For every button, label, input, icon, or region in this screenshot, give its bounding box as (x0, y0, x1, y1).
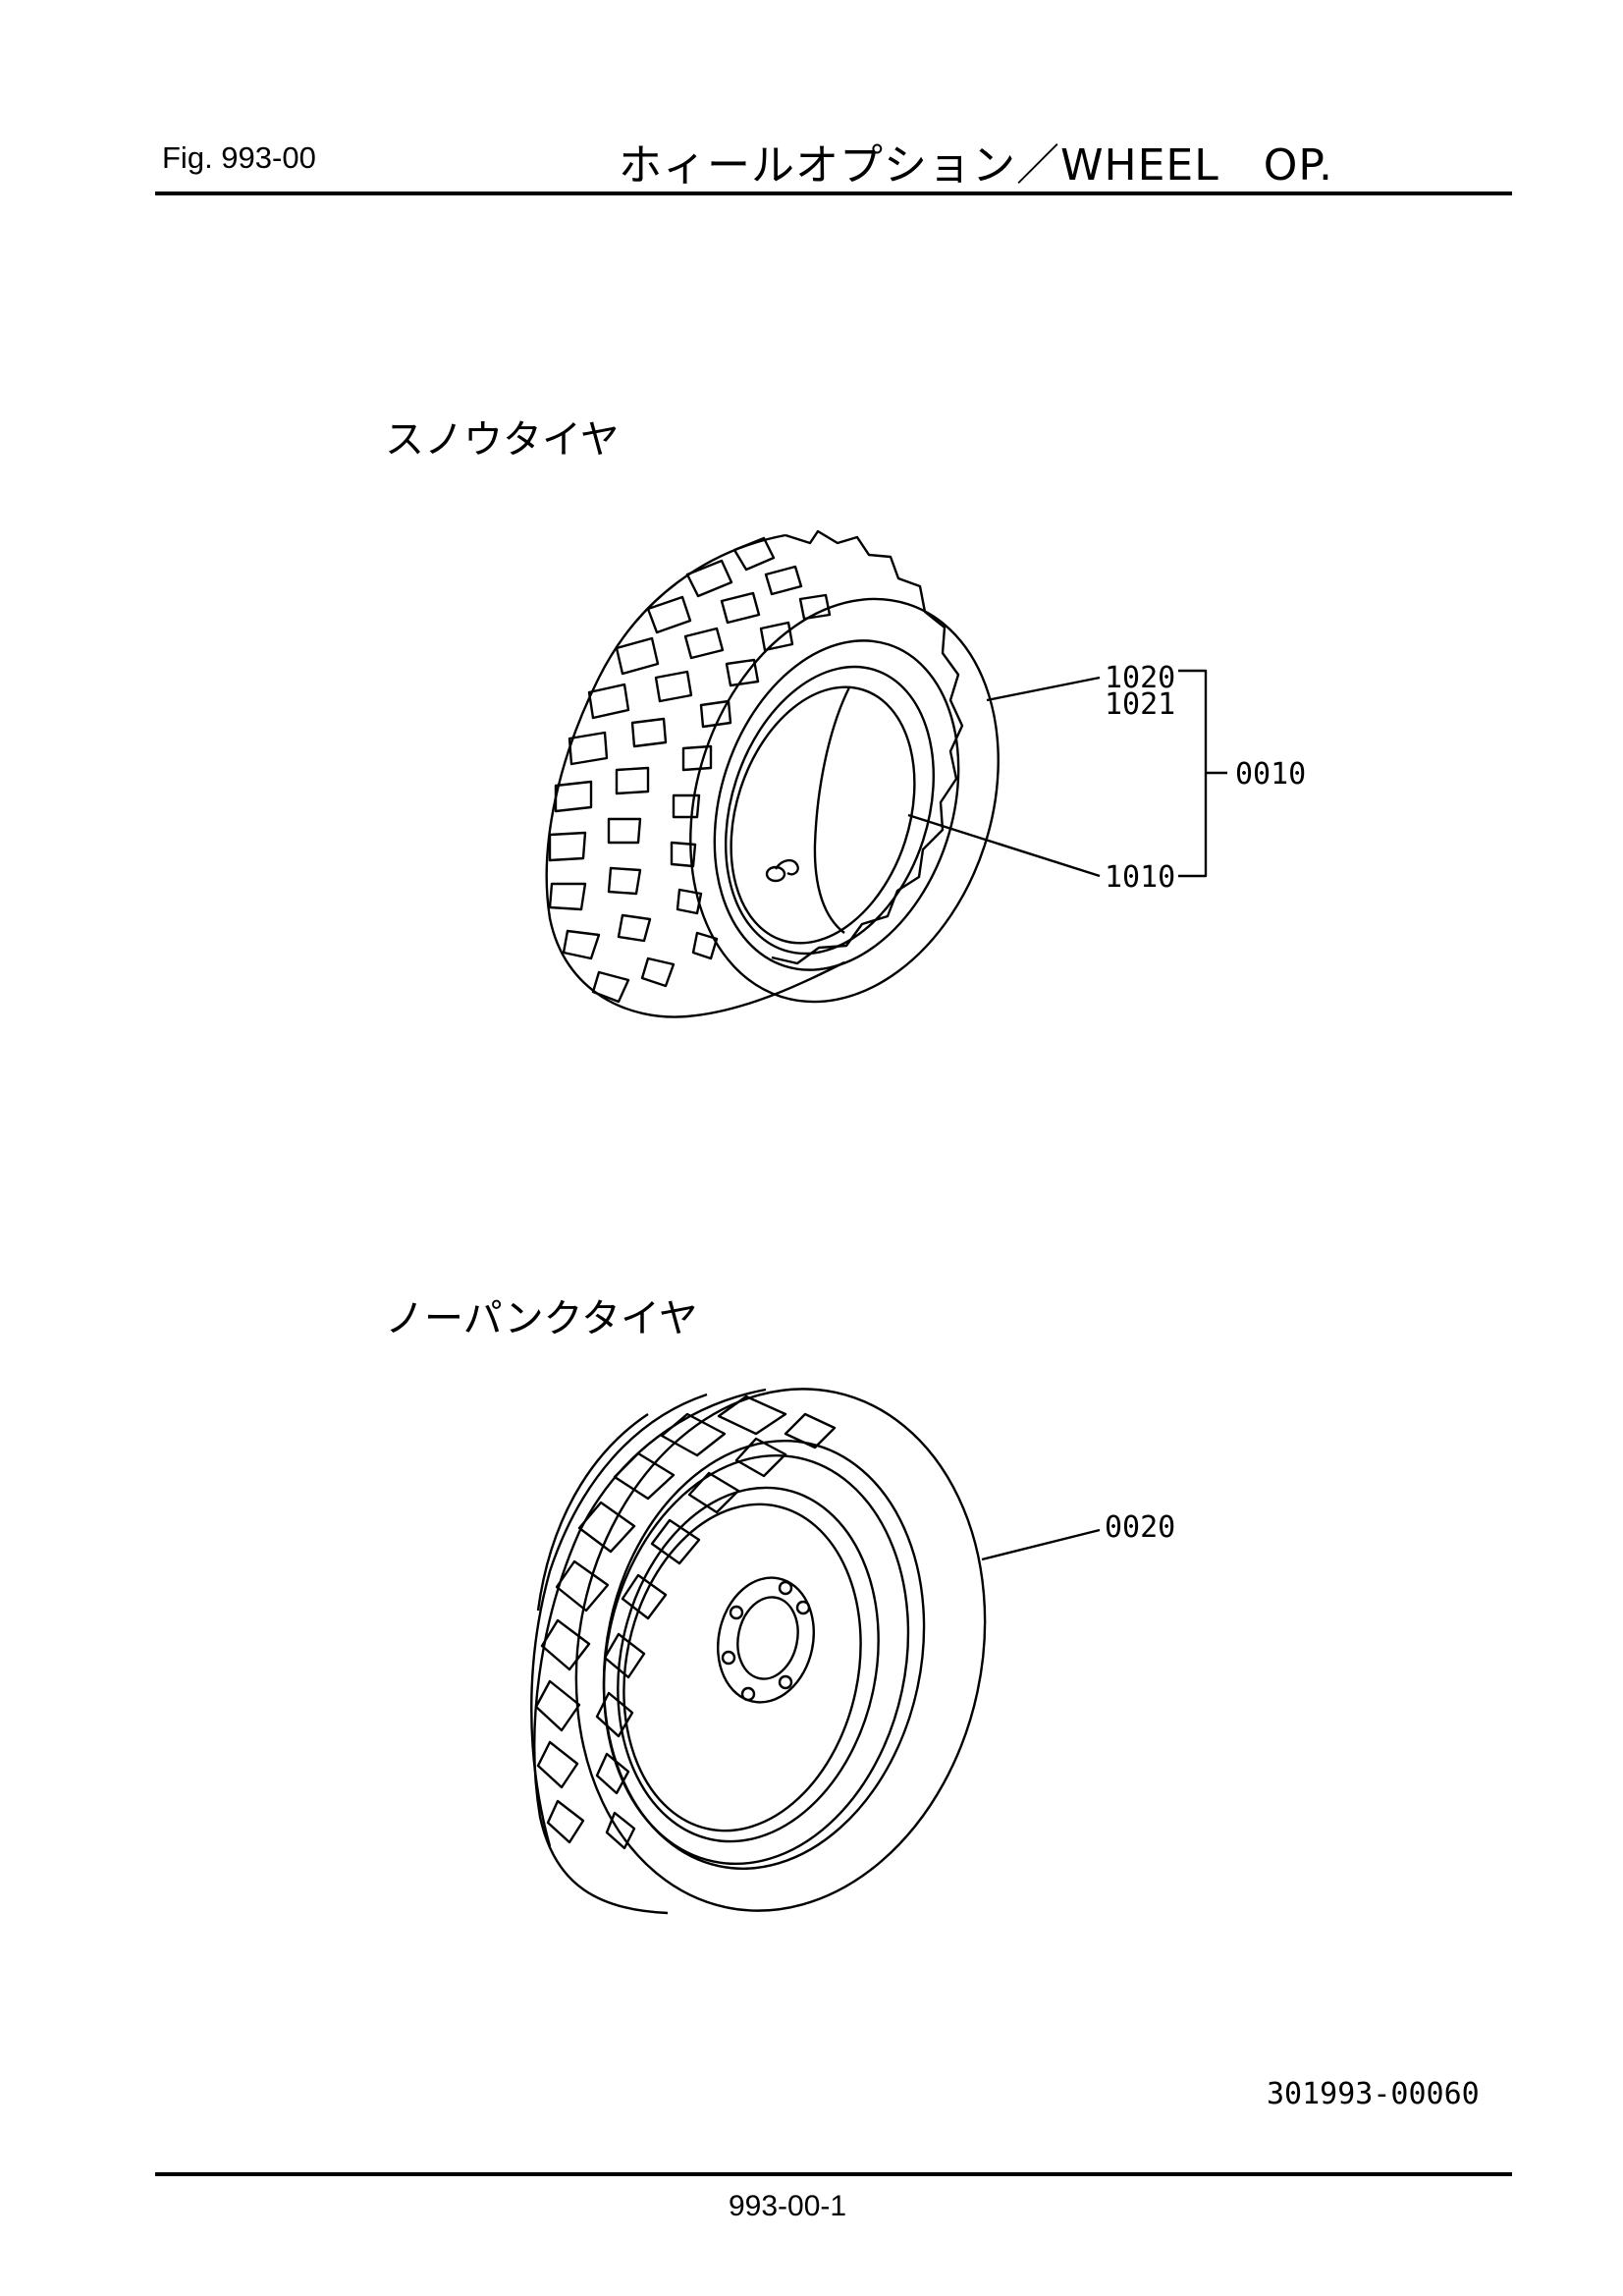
part-number-0020: 0020 (1105, 1510, 1175, 1545)
snow-tire-drawing (545, 529, 1227, 1018)
page-title: ホィールオプション／WHEEL OP. (619, 140, 1334, 191)
part-number-1010: 1010 (1105, 860, 1175, 895)
no-puncture-tire-label: ノーパンクタイヤ (385, 1296, 698, 1341)
part-number-1021: 1021 (1105, 687, 1175, 722)
part-number-1020: 1020 (1105, 661, 1175, 695)
part-number-0010: 0010 (1235, 757, 1306, 792)
snow-tire-label: スノウタイヤ (385, 417, 620, 463)
drawing-code: 301993-00060 (1267, 2077, 1480, 2111)
figure-number: Fig. 993-00 (162, 140, 316, 175)
page-number: 993-00-1 (729, 2190, 847, 2222)
footer-divider (155, 2172, 1512, 2176)
header-divider (155, 191, 1512, 195)
no-puncture-tire-drawing (530, 1388, 1101, 1915)
